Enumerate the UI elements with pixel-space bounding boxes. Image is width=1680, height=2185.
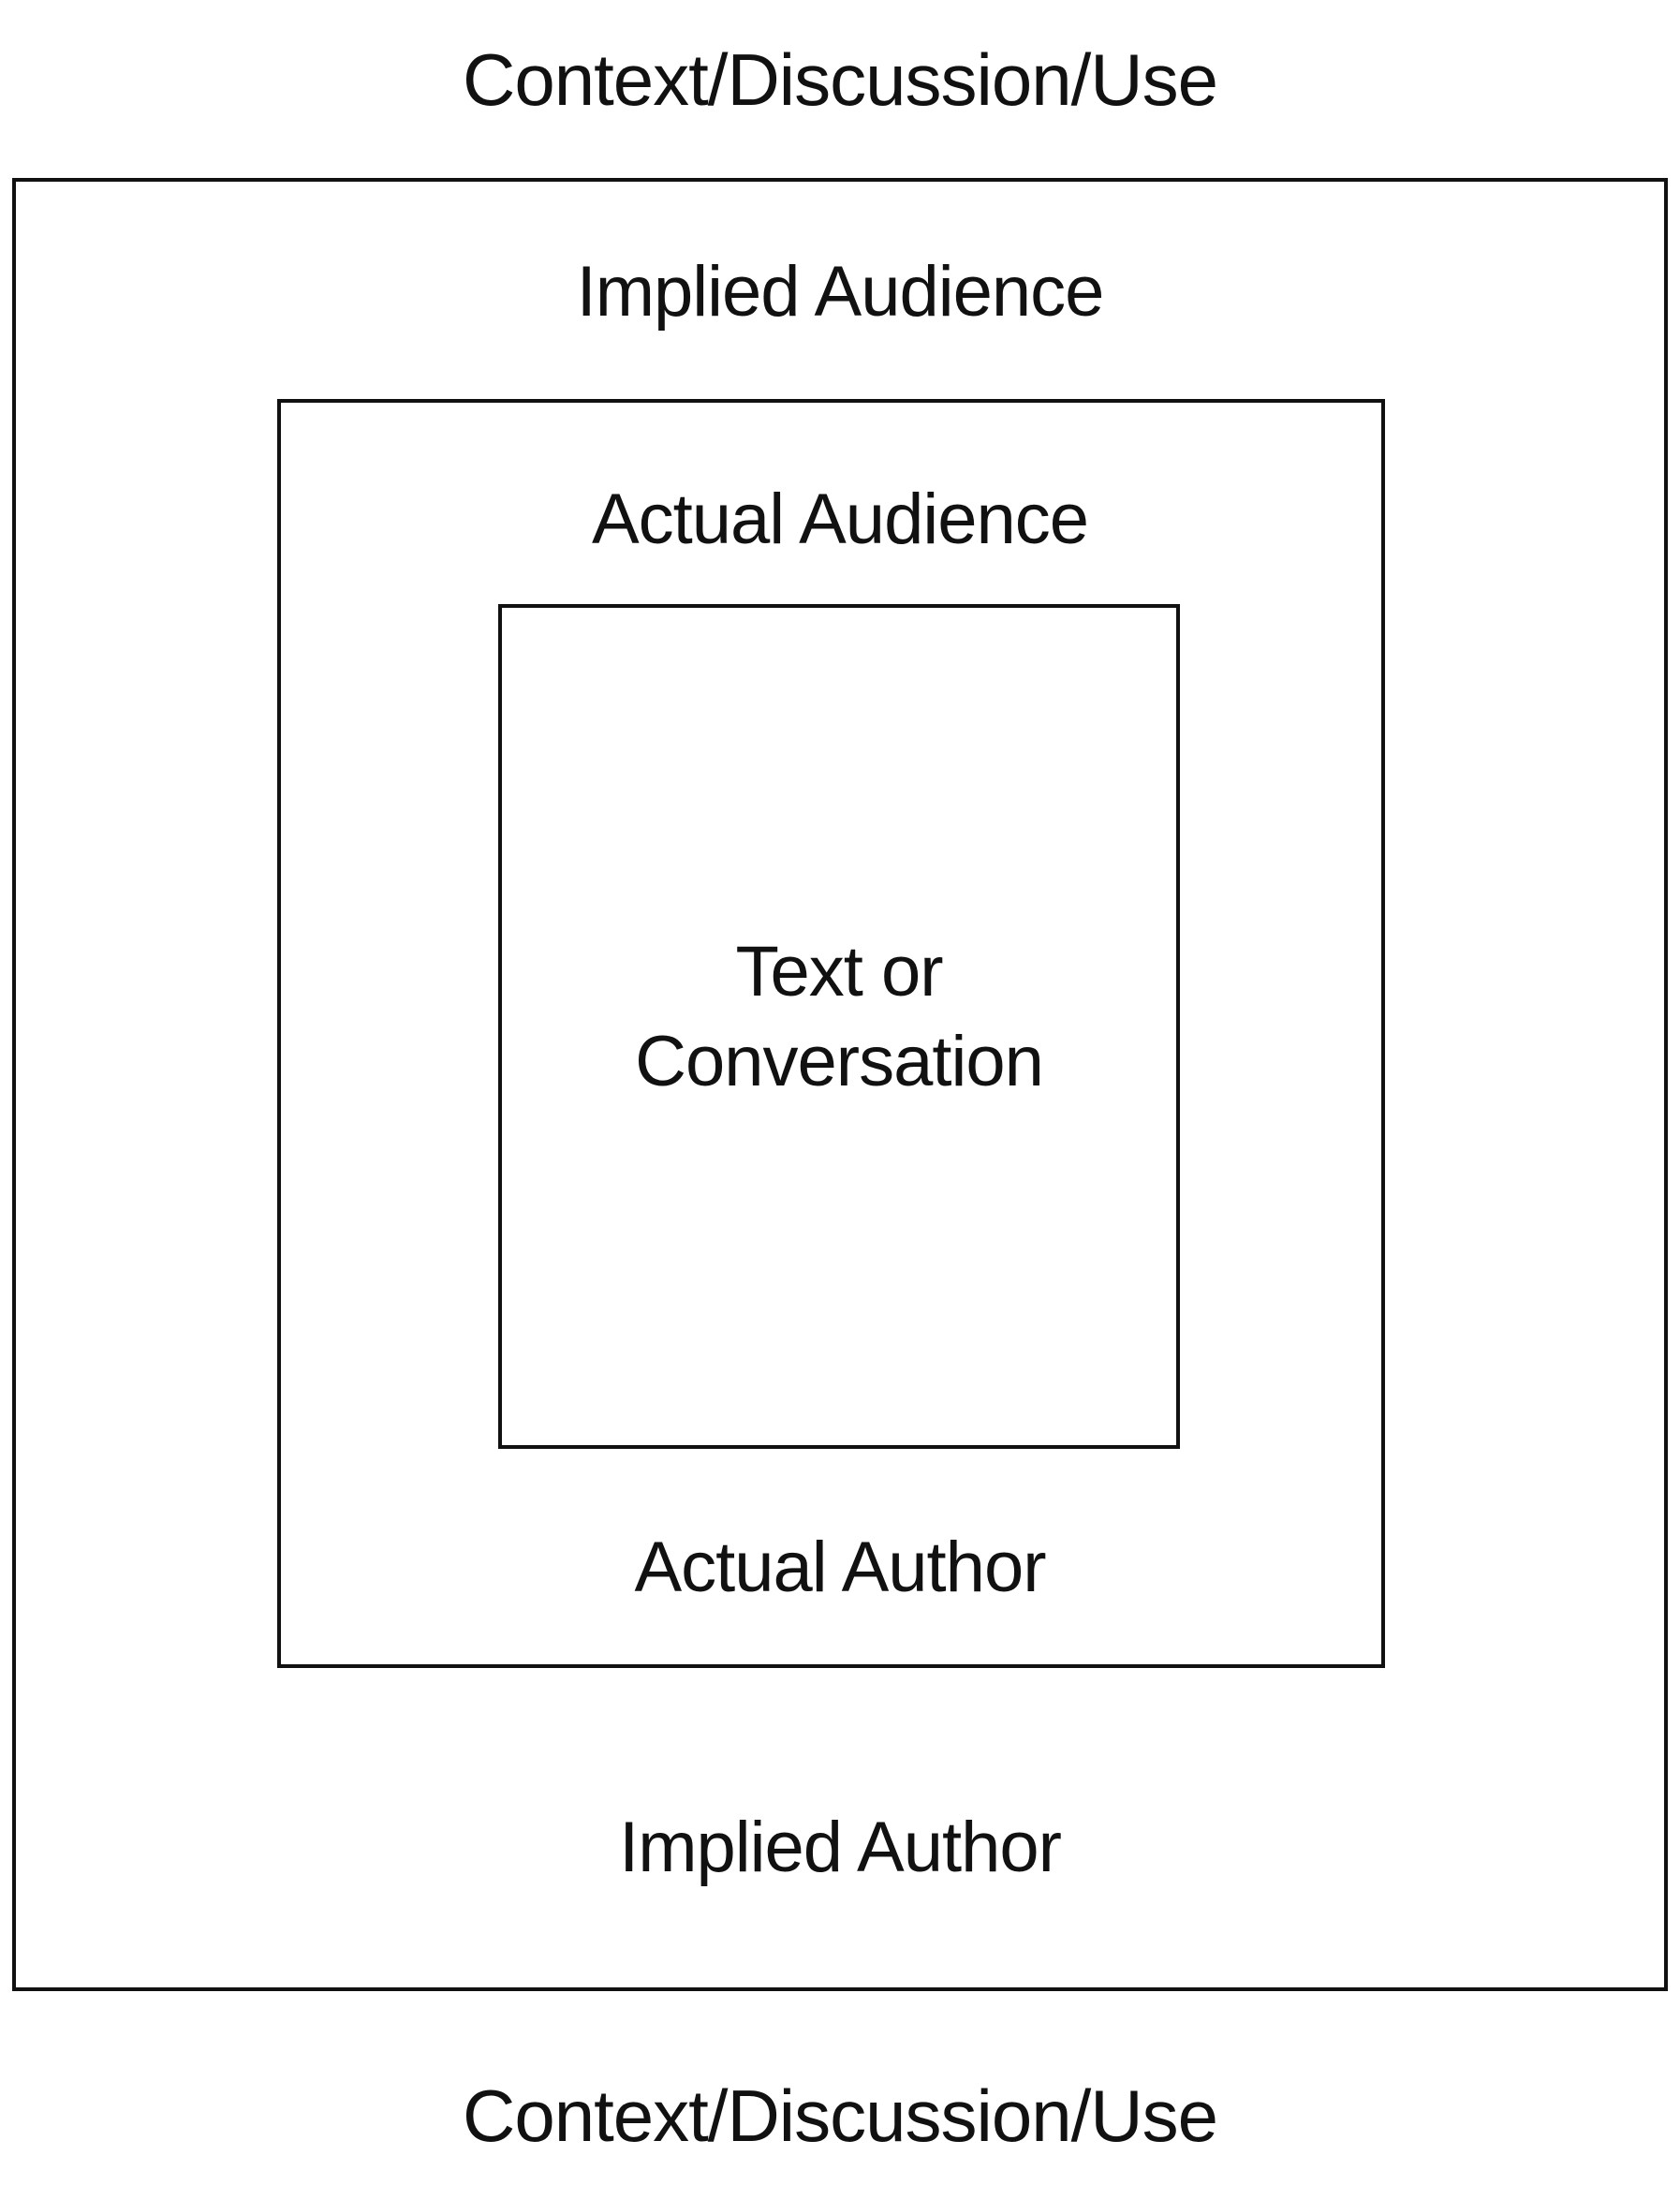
context-bottom-label: Context/Discussion/Use [463, 2074, 1218, 2157]
outer-box [12, 178, 1668, 1991]
actual-audience-label: Actual Audience [591, 480, 1089, 559]
center-label-line1: Text or [735, 932, 943, 1011]
implied-audience-label: Implied Audience [576, 252, 1105, 332]
actual-author-label: Actual Author [634, 1528, 1046, 1607]
implied-author-label: Implied Author [619, 1808, 1062, 1887]
center-label-line2: Conversation [635, 1022, 1044, 1101]
context-top-label: Context/Discussion/Use [463, 38, 1218, 121]
middle-box [277, 399, 1385, 1668]
inner-box [498, 604, 1180, 1449]
